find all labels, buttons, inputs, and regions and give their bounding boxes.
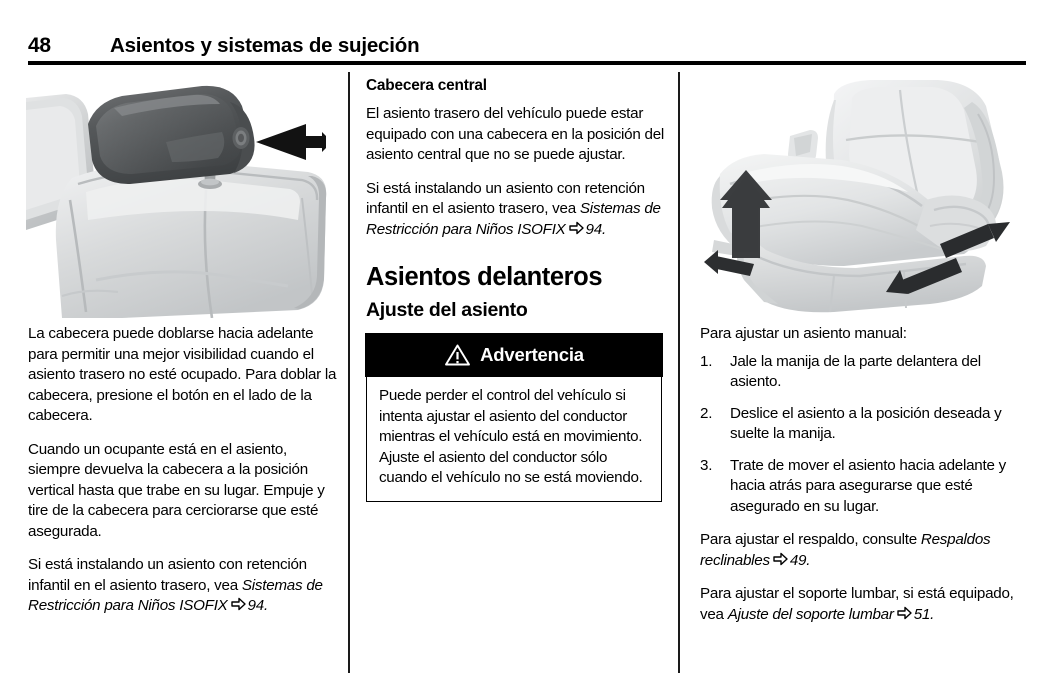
step-number: 1. [700, 352, 713, 370]
header-divider-rule [28, 61, 1026, 65]
page-header: 48 Asientos y sistemas de sujeción [28, 26, 1026, 56]
list-item: 1. Jale la manija de la parte delantera d… [700, 352, 1026, 393]
left-column: La cabecera puede doblarse hacia adelant… [28, 324, 340, 617]
step-text: Jale la manija de la parte delantera del… [730, 352, 981, 391]
left-xref-title: Sistemas de Restricción para Niños ISOFI… [28, 576, 323, 615]
warning-text: Puede perder el control del vehículo si … [379, 387, 643, 487]
right-xref-recline-title: Respaldos reclinables [700, 531, 991, 569]
right-xref-lumbar-title: Ajuste del soporte lumbar [727, 605, 894, 623]
page-title: Asientos y sistemas de sujeción [110, 33, 420, 57]
mid-column: Cabecera central El asiento trasero del … [365, 76, 666, 502]
page-number: 48 [28, 34, 51, 57]
right-xref-lumbar-page: 51. [913, 605, 935, 623]
right-arrow-outline-icon [773, 552, 788, 566]
right-xref-lumbar-lead: Para ajustar el soporte lumbar, si está … [700, 585, 1014, 623]
mid-xref-lead: Si está instalando un asiento con retenc… [366, 179, 645, 218]
section-heading-asientos-delanteros: Asientos delanteros [366, 263, 603, 291]
rear-seat-headrest-fold-illustration [26, 80, 346, 318]
right-intro: Para ajustar un asiento manual: [700, 325, 907, 342]
step-text: Deslice el asiento a la posición deseada… [730, 404, 1002, 443]
column-divider-right [678, 72, 680, 673]
warning-box-body: Puede perder el control del vehículo si … [367, 377, 661, 501]
step-number: 3. [700, 456, 713, 474]
warning-title: Advertencia [480, 344, 584, 366]
front-seat-manual-adjust-illustration [694, 80, 1030, 318]
mid-subheading: Cabecera central [366, 77, 487, 94]
right-column: Para ajustar un asiento manual: 1. Jale l… [700, 324, 1026, 625]
step-text: Trate de mover el asiento hacia adelante… [730, 456, 1006, 515]
left-paragraph-1: La cabecera puede doblarse hacia adelant… [28, 325, 337, 424]
mid-paragraph-1: El asiento trasero del vehículo puede es… [366, 105, 665, 163]
warning-box: Advertencia Puede perder el control del … [365, 333, 663, 502]
right-arrow-outline-icon [568, 221, 584, 235]
step-number: 2. [700, 404, 713, 422]
list-item: 3. Trate de mover el asiento hacia adelan… [700, 456, 1026, 518]
left-xref-paragraph: Si está instalando un asiento con retenc… [28, 555, 340, 617]
mid-xref-page: 94. [585, 220, 607, 238]
mid-xref-title: Sistemas de Restricción para Niños ISOFI… [366, 200, 661, 238]
left-xref-page: 94. [247, 597, 269, 614]
column-divider-left [348, 72, 350, 673]
left-paragraph-2: Cuando un ocupante está en el asiento, s… [28, 440, 325, 540]
right-xref-recline-page: 49. [789, 551, 811, 569]
left-xref-lead: Si está instalando un asiento con retenc… [28, 556, 307, 594]
subsection-heading-ajuste-del-asiento: Ajuste del asiento [366, 299, 528, 321]
right-xref-recline: Para ajustar el respaldo, consulte Respa… [700, 530, 1026, 571]
warning-box-header: Advertencia [365, 333, 663, 378]
right-arrow-outline-icon [896, 606, 912, 620]
right-arrow-outline-icon [230, 597, 246, 611]
mid-xref-paragraph: Si está instalando un asiento con retenc… [366, 179, 666, 241]
manual-adjust-steps: 1. Jale la manija de la parte delantera d… [700, 352, 1026, 518]
right-xref-lumbar: Para ajustar el soporte lumbar, si está … [700, 584, 1026, 625]
right-xref-recline-lead: Para ajustar el respaldo, consulte [700, 531, 921, 548]
warning-triangle-icon [444, 343, 471, 367]
list-item: 2. Deslice el asiento a la posición desea… [700, 404, 1026, 445]
